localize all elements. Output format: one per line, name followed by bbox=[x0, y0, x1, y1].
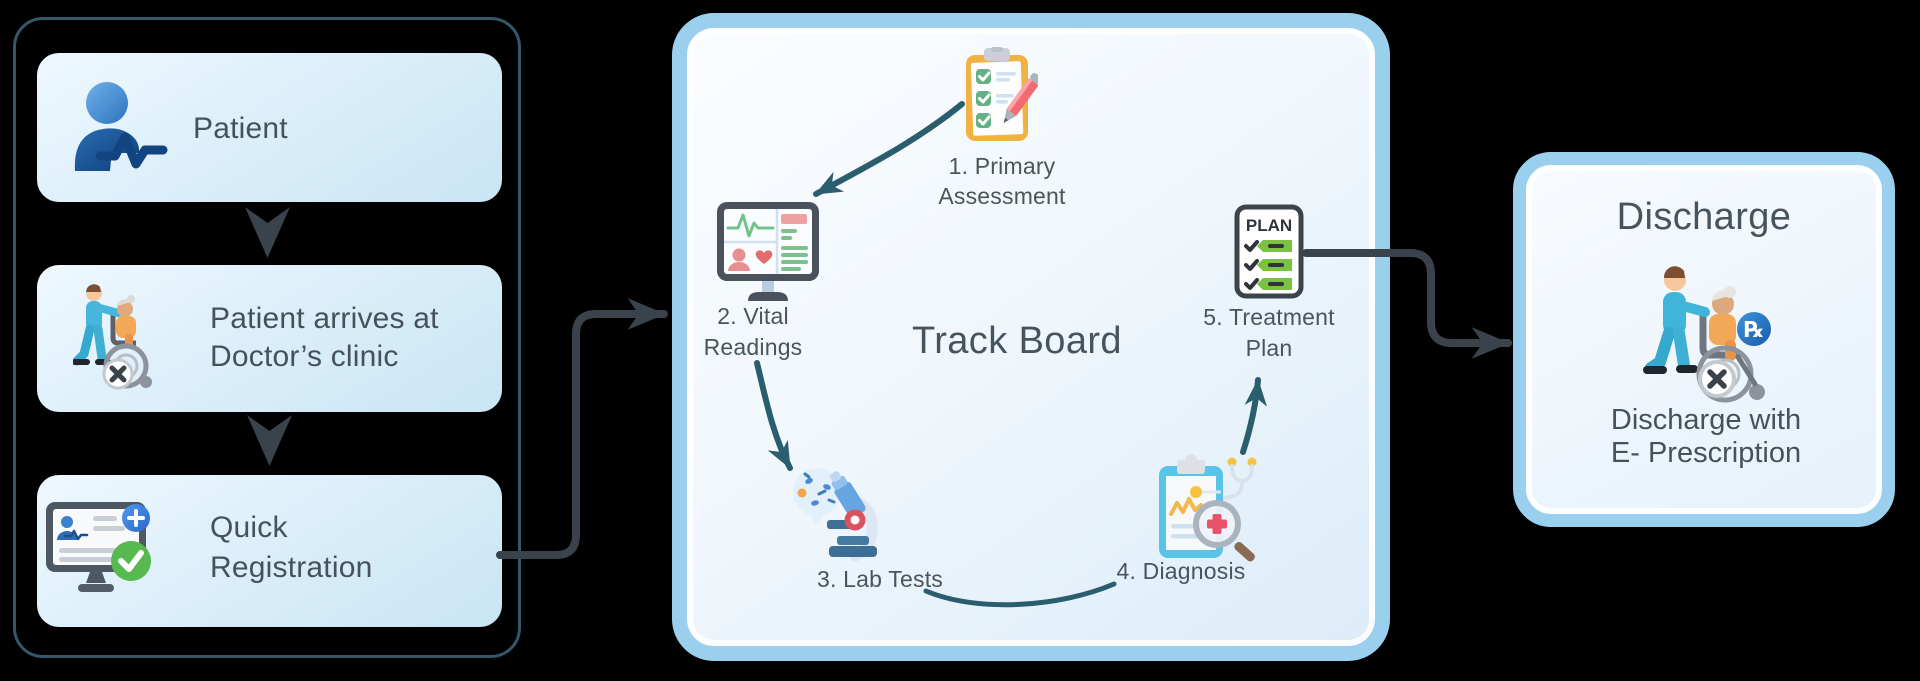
station-diagnosis-label: 4. Diagnosis bbox=[1116, 558, 1246, 584]
rx-symbol: ℞ bbox=[1744, 318, 1764, 343]
station-treatment-plan-label: 5. Treatment Plan bbox=[1203, 304, 1335, 361]
nurse-wheelchair-icon bbox=[73, 282, 155, 394]
discharge-wheelchair-icon: ℞ bbox=[1643, 262, 1773, 407]
station-primary-assessment-label: 1. Primary Assessment bbox=[938, 153, 1066, 209]
down-chevron-icon bbox=[246, 414, 293, 468]
connector-registration-to-board bbox=[496, 298, 668, 559]
plan-icon-text: PLAN bbox=[1246, 216, 1292, 235]
microscope-icon bbox=[791, 462, 891, 566]
down-chevron-icon bbox=[244, 206, 291, 260]
step-patient-label: Patient bbox=[193, 112, 288, 145]
registration-monitor-icon bbox=[44, 500, 160, 598]
step-arrival-label: Patient arrives at Doctor’s clinic bbox=[210, 302, 439, 373]
discharge-title: Discharge bbox=[1616, 196, 1792, 238]
track-board-title: Track Board bbox=[912, 320, 1122, 362]
assessment-clipboard-icon bbox=[964, 47, 1038, 145]
step-registration-label: Quick Registration bbox=[210, 511, 373, 584]
step-patient-card bbox=[37, 53, 502, 202]
patient-icon bbox=[70, 80, 170, 175]
track-board bbox=[672, 13, 1390, 661]
station-vital-readings-label: 2. Vital Readings bbox=[703, 303, 803, 360]
vitals-monitor-icon bbox=[714, 202, 822, 302]
diagnosis-clipboard-icon bbox=[1155, 450, 1267, 564]
treatment-plan-icon: PLAN bbox=[1234, 204, 1304, 299]
station-lab-tests-label: 3. Lab Tests bbox=[816, 566, 943, 592]
discharge-caption: Discharge with E- Prescription bbox=[1610, 404, 1802, 469]
